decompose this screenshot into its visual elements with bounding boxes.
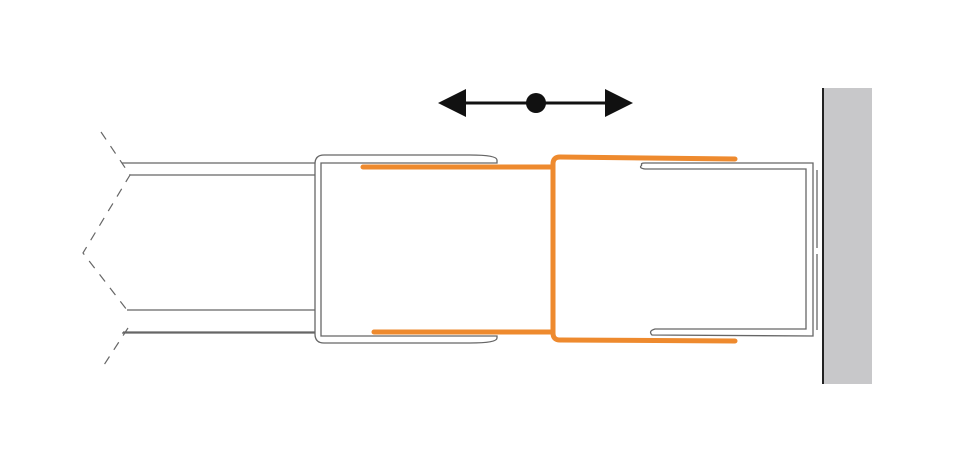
break-line (82, 131, 131, 369)
orange-seal-profile (360, 154, 738, 344)
left-profile (314, 154, 498, 344)
right-profile (639, 162, 818, 337)
double-arrow-icon (438, 89, 633, 117)
wall (822, 88, 872, 384)
pivot-dot (526, 93, 546, 113)
glass-panel (122, 162, 316, 334)
